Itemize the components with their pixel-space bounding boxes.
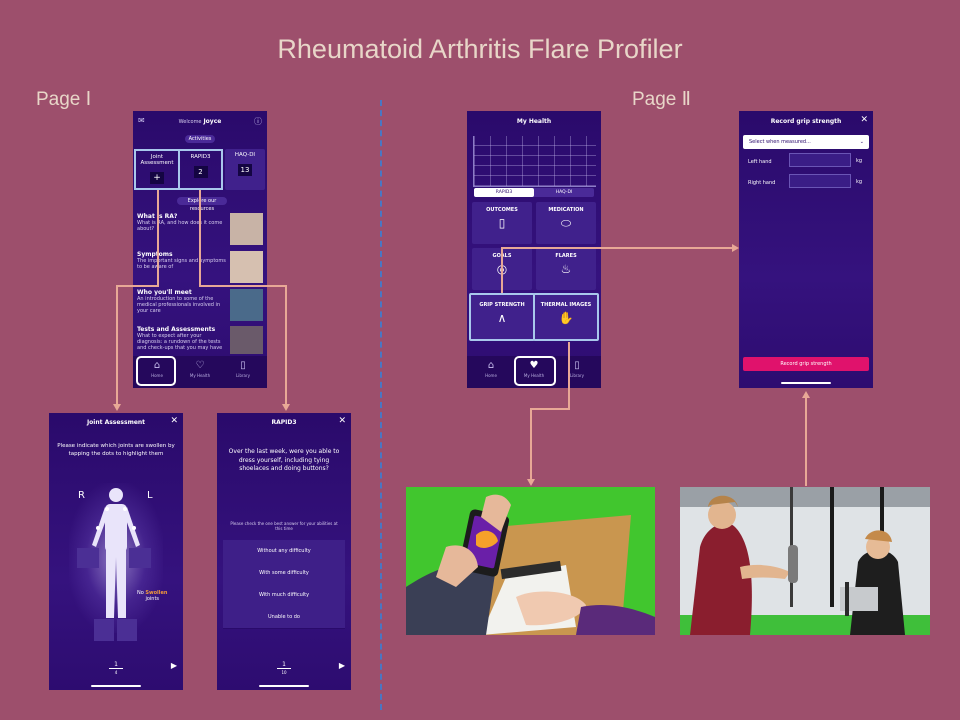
tab-haq-di[interactable]: HAQ-DI bbox=[555, 190, 573, 195]
grip-icon: ∧ bbox=[497, 311, 507, 325]
pill-icon: ⬭ bbox=[560, 216, 572, 230]
my-health-screen: My Health RAPID3 HAQ-DI OUTCOMES ▯ MEDIC… bbox=[467, 111, 601, 388]
bottom-nav: ⌂Home ♥My Health ▯Library bbox=[467, 356, 601, 388]
thermometer-icon: ▯ bbox=[498, 216, 506, 230]
answer-option[interactable]: Without any difficulty bbox=[223, 540, 345, 563]
grip-photo-illustration bbox=[680, 487, 930, 635]
page-label-left: Page Ⅰ bbox=[36, 89, 92, 110]
tile-outcomes[interactable]: OUTCOMES ▯ bbox=[472, 202, 532, 244]
rapid3-question: Over the last week, were you able to dre… bbox=[228, 448, 340, 472]
home-screen: ✉ Welcome Joyce ⓘ Activities Joint Asses… bbox=[133, 111, 267, 388]
tile-flares[interactable]: FLARES ♨ bbox=[536, 248, 596, 290]
next-arrow-icon[interactable]: ▶ bbox=[338, 661, 345, 670]
hand-icon: ✋ bbox=[558, 311, 574, 325]
page-title: Rheumatoid Arthritis Flare Profiler bbox=[277, 34, 683, 64]
left-hand-label: Left hand bbox=[748, 159, 772, 165]
grip-strength-photo bbox=[680, 487, 930, 635]
tile-grip-strength[interactable]: GRIP STRENGTH ∧ bbox=[469, 293, 535, 341]
chevron-down-icon: ⌄ bbox=[859, 139, 864, 145]
nav-library[interactable]: ▯Library bbox=[557, 360, 597, 378]
next-arrow-icon[interactable]: ▶ bbox=[170, 661, 177, 670]
home-indicator bbox=[781, 382, 831, 384]
right-hand-unit: kg bbox=[856, 179, 863, 185]
measured-when-select[interactable]: Select when measured... ⌄ bbox=[743, 135, 869, 149]
close-icon[interactable]: ✕ bbox=[170, 416, 178, 426]
answer-option[interactable]: With some difficulty bbox=[223, 562, 345, 585]
joint-header: Joint Assessment bbox=[86, 419, 146, 426]
nav-home-highlight bbox=[136, 356, 176, 386]
explore-pill: Explore our resources bbox=[177, 197, 227, 212]
record-grip-header: Record grip strength bbox=[770, 118, 842, 125]
tab-rapid3[interactable]: RAPID3 bbox=[474, 188, 534, 197]
welcome-header: Welcome Joyce bbox=[178, 118, 222, 125]
rapid3-screen: RAPID3 ✕ Over the last week, were you ab… bbox=[217, 413, 351, 690]
nav-library[interactable]: ▯Library bbox=[223, 360, 263, 378]
resource-image bbox=[230, 213, 263, 245]
nav-home[interactable]: ⌂Home bbox=[471, 360, 511, 378]
page-label-right: Page Ⅱ bbox=[632, 89, 692, 110]
home-icon: ⌂ bbox=[487, 360, 495, 371]
section-divider bbox=[380, 100, 382, 710]
page-indicator: 1 4 bbox=[109, 661, 123, 676]
thermal-photo-illustration bbox=[406, 487, 655, 635]
home-indicator bbox=[259, 685, 309, 687]
foot-right[interactable] bbox=[94, 619, 114, 641]
hand-right[interactable] bbox=[77, 548, 99, 568]
rapid3-card[interactable]: RAPID3 2 bbox=[178, 149, 223, 190]
joint-instruction: Please indicate which joints are swollen… bbox=[57, 443, 175, 457]
nav-home[interactable]: ⌂Home bbox=[137, 360, 177, 378]
record-grip-screen: Record grip strength ✕ Select when measu… bbox=[739, 111, 873, 388]
book-icon: ▯ bbox=[574, 360, 580, 371]
heart-icon: ♥ bbox=[529, 360, 539, 371]
history-graph bbox=[473, 136, 596, 187]
foot-left[interactable] bbox=[117, 619, 137, 641]
hand-left[interactable] bbox=[129, 548, 151, 568]
left-hand-unit: kg bbox=[856, 158, 863, 164]
resource-tests[interactable]: Tests and Assessments What to expect aft… bbox=[137, 326, 223, 351]
score-tabs: RAPID3 HAQ-DI bbox=[474, 188, 594, 197]
resource-image bbox=[230, 251, 263, 283]
my-health-header: My Health bbox=[516, 118, 552, 125]
resource-who-youll-meet[interactable]: Who you'll meet An introduction to some … bbox=[137, 289, 221, 314]
right-hand-input[interactable] bbox=[789, 174, 851, 188]
record-grip-button[interactable]: Record grip strength bbox=[743, 357, 869, 371]
swollen-status: No Swollen joints bbox=[137, 590, 168, 602]
bottom-nav: ⌂Home ♡My Health ▯Library bbox=[133, 356, 267, 388]
thermal-imaging-photo bbox=[406, 487, 655, 635]
resource-image bbox=[230, 326, 263, 354]
flame-icon: ♨ bbox=[560, 262, 572, 276]
resource-image bbox=[230, 289, 263, 321]
nav-my-health[interactable]: ♥My Health bbox=[514, 360, 554, 378]
rapid3-header: RAPID3 bbox=[271, 419, 297, 426]
info-icon[interactable]: ⓘ bbox=[254, 117, 262, 126]
answer-option[interactable]: With much difficulty bbox=[223, 584, 345, 607]
add-icon: + bbox=[150, 172, 164, 184]
rapid3-score: 2 bbox=[193, 166, 208, 178]
close-icon[interactable]: ✕ bbox=[860, 115, 868, 125]
book-icon: ▯ bbox=[240, 360, 246, 371]
page-indicator: 1 10 bbox=[277, 661, 291, 676]
joint-assessment-screen: Joint Assessment ✕ Please indicate which… bbox=[49, 413, 183, 690]
joint-assessment-card[interactable]: Joint Assessment + bbox=[134, 149, 180, 190]
body-figure bbox=[92, 488, 140, 618]
left-hand-input[interactable] bbox=[789, 153, 851, 167]
heart-icon: ♡ bbox=[195, 360, 205, 371]
nav-my-health-highlight bbox=[514, 356, 556, 386]
resource-what-is-ra[interactable]: What is RA? What is RA, and how does it … bbox=[137, 213, 223, 232]
tile-medication[interactable]: MEDICATION ⬭ bbox=[536, 202, 596, 244]
mail-icon[interactable]: ✉ bbox=[138, 116, 145, 125]
home-icon: ⌂ bbox=[153, 360, 161, 371]
tile-thermal-images[interactable]: THERMAL IMAGES ✋ bbox=[533, 293, 599, 341]
activities-pill: Activities bbox=[185, 135, 215, 143]
rapid3-hint: Please check the one best answer for you… bbox=[230, 521, 338, 531]
resource-symptoms[interactable]: Symptoms The important signs and symptom… bbox=[137, 251, 226, 270]
right-hand-label: Right hand bbox=[748, 180, 776, 186]
nav-my-health[interactable]: ♡My Health bbox=[180, 360, 220, 378]
home-indicator bbox=[91, 685, 141, 687]
answer-option[interactable]: Unable to do bbox=[223, 606, 345, 629]
haq-di-card[interactable]: HAQ-DI 13 bbox=[225, 149, 265, 190]
haq-di-score: 13 bbox=[238, 164, 252, 176]
close-icon[interactable]: ✕ bbox=[338, 416, 346, 426]
